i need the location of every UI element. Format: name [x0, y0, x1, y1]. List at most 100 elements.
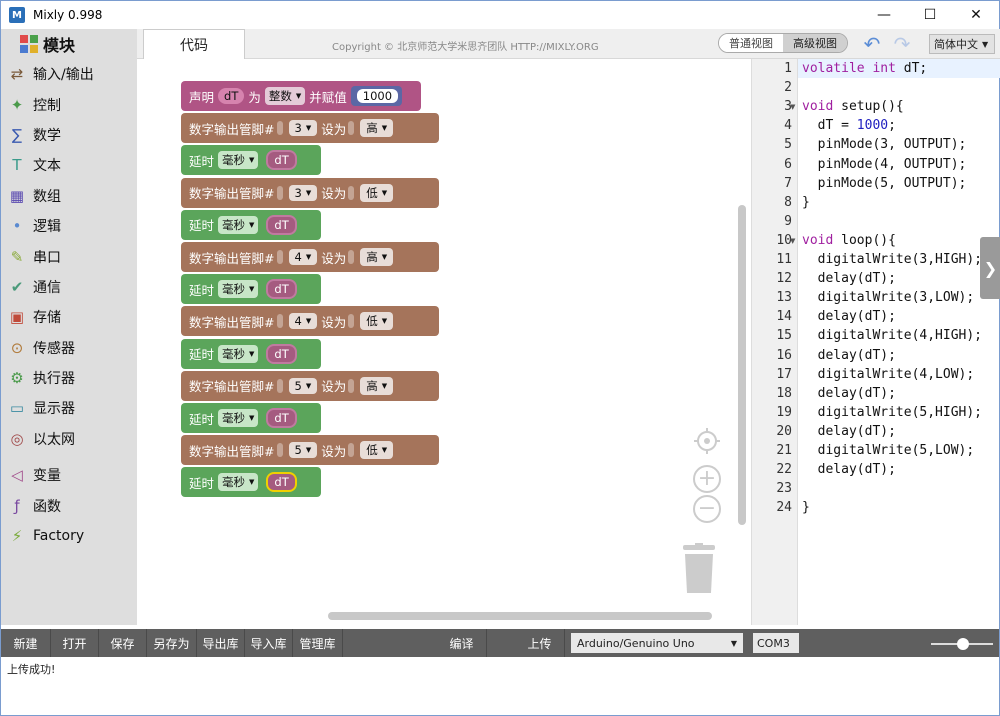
sidebar-item[interactable]: ∑数学	[1, 120, 137, 150]
sidebar-item[interactable]: ✎串口	[1, 241, 137, 271]
view-advanced-button[interactable]: 高级视图	[783, 34, 847, 52]
input-notch	[276, 121, 283, 136]
fold-arrow-icon[interactable]: ▼	[790, 103, 796, 112]
digital-output-label: 数字输出	[189, 250, 240, 266]
tab-code[interactable]: 代码	[143, 29, 245, 59]
pin-dropdown[interactable]: 3▼	[288, 120, 318, 137]
delay-block[interactable]: 延时毫秒▼dT	[181, 467, 321, 498]
fold-arrow-icon[interactable]: ▼	[790, 236, 796, 245]
declare-type-dropdown[interactable]: 整数▼	[264, 87, 306, 105]
delay-var-input[interactable]: dT	[266, 279, 297, 300]
digital-write-block[interactable]: 数字输出管脚#5▼设为高▼	[181, 370, 439, 401]
export-library-button[interactable]: 导出库	[197, 629, 245, 657]
digital-write-block[interactable]: 数字输出管脚#4▼设为低▼	[181, 306, 439, 337]
sidebar-item[interactable]: ▦数组	[1, 181, 137, 211]
digital-write-block[interactable]: 数字输出管脚#3▼设为低▼	[181, 177, 439, 208]
manage-library-button[interactable]: 管理库	[293, 629, 343, 657]
port-select[interactable]: COM3	[753, 633, 799, 653]
delay-var-input[interactable]: dT	[266, 214, 297, 235]
digital-write-block[interactable]: 数字输出管脚#5▼设为低▼	[181, 435, 439, 466]
delay-unit-dropdown[interactable]: 毫秒▼	[218, 280, 259, 299]
level-dropdown[interactable]: 低▼	[360, 312, 394, 331]
save-as-button[interactable]: 另存为	[147, 629, 197, 657]
declare-var-name[interactable]: dT	[218, 88, 245, 104]
sidebar-item[interactable]: ✦控制	[1, 89, 137, 119]
pin-dropdown[interactable]: 5▼	[288, 377, 318, 394]
view-normal-button[interactable]: 普通视图	[719, 34, 783, 52]
chevron-down-icon: ▼	[381, 188, 388, 197]
serial-slider[interactable]	[931, 638, 993, 650]
save-button[interactable]: 保存	[99, 629, 147, 657]
delay-unit-dropdown[interactable]: 毫秒▼	[218, 151, 259, 170]
set-label: 设为	[321, 250, 347, 266]
sidebar-item[interactable]: ◁变量	[1, 460, 137, 490]
zoom-out-icon[interactable]: −	[693, 495, 721, 523]
level-dropdown[interactable]: 低▼	[360, 441, 394, 460]
pin-dropdown[interactable]: 5▼	[288, 442, 318, 459]
expand-panel-icon[interactable]: ❯	[980, 237, 1000, 299]
import-library-button[interactable]: 导入库	[245, 629, 293, 657]
delay-var-input[interactable]: dT	[266, 408, 297, 428]
delay-unit-value: 毫秒	[222, 153, 246, 168]
level-value: 高	[366, 121, 378, 136]
level-dropdown[interactable]: 高▼	[360, 119, 394, 138]
close-icon[interactable]: ✕	[970, 7, 982, 23]
pin-dropdown[interactable]: 3▼	[288, 184, 318, 201]
delay-unit-dropdown[interactable]: 毫秒▼	[218, 409, 259, 427]
delay-block[interactable]: 延时毫秒▼dT	[181, 145, 321, 176]
language-value: 简体中文	[934, 38, 978, 51]
toolbar-spacer-2	[487, 629, 515, 657]
sidebar-item[interactable]: •逻辑	[1, 211, 137, 241]
declare-value-input[interactable]: 1000	[356, 89, 399, 103]
compile-button[interactable]: 编译	[437, 629, 487, 657]
upload-button[interactable]: 上传	[515, 629, 565, 657]
slider-knob[interactable]	[957, 638, 969, 650]
sidebar-item[interactable]: ⊙传感器	[1, 333, 137, 363]
delay-unit-dropdown[interactable]: 毫秒▼	[218, 473, 259, 492]
minimize-icon[interactable]: —	[877, 7, 891, 23]
delay-unit-dropdown[interactable]: 毫秒▼	[218, 215, 259, 234]
delay-var-input[interactable]: dT	[266, 150, 297, 171]
maximize-icon[interactable]: ☐	[923, 7, 937, 23]
sidebar-item[interactable]: ◎以太网	[1, 424, 137, 454]
delay-block[interactable]: 延时毫秒▼dT	[181, 338, 321, 369]
recenter-icon[interactable]	[693, 427, 721, 455]
delay-block[interactable]: 延时毫秒▼dT	[181, 274, 321, 305]
workspace-horizontal-scrollbar[interactable]	[328, 612, 712, 620]
title-bar[interactable]: M Mixly 0.998 — ☐ ✕	[1, 1, 999, 29]
pin-dropdown[interactable]: 4▼	[288, 313, 318, 330]
digital-write-block[interactable]: 数字输出管脚#4▼设为高▼	[181, 242, 439, 272]
sidebar-item-label: 控制	[33, 97, 61, 114]
sidebar-item[interactable]: ▣存储	[1, 302, 137, 332]
declare-value-block[interactable]: 1000	[350, 86, 403, 106]
redo-icon[interactable]: ↷	[893, 32, 911, 56]
workspace-vertical-scrollbar[interactable]	[738, 205, 746, 525]
trash-icon[interactable]	[681, 543, 717, 595]
pin-dropdown[interactable]: 4▼	[288, 249, 318, 265]
undo-icon[interactable]: ↶	[863, 32, 881, 56]
sidebar-item[interactable]: ✔通信	[1, 272, 137, 302]
digital-write-block[interactable]: 数字输出管脚#3▼设为高▼	[181, 113, 439, 144]
open-button[interactable]: 打开	[51, 629, 99, 657]
new-button[interactable]: 新建	[1, 629, 51, 657]
sidebar-item[interactable]: ▭显示器	[1, 393, 137, 423]
board-select[interactable]: Arduino/Genuino Uno ▼	[571, 633, 743, 653]
delay-unit-dropdown[interactable]: 毫秒▼	[218, 344, 259, 363]
delay-var-input[interactable]: dT	[266, 343, 297, 364]
level-dropdown[interactable]: 高▼	[360, 376, 394, 395]
level-dropdown[interactable]: 低▼	[360, 183, 394, 202]
sidebar-item[interactable]: ⚡Factory	[1, 521, 137, 551]
delay-block[interactable]: 延时毫秒▼dT	[181, 209, 321, 240]
sidebar-item[interactable]: ⚙执行器	[1, 363, 137, 393]
delay-block[interactable]: 延时毫秒▼dT	[181, 403, 321, 433]
language-select[interactable]: 简体中文 ▼	[929, 34, 995, 54]
sidebar-item[interactable]: ⇄输入/输出	[1, 59, 137, 89]
level-dropdown[interactable]: 高▼	[360, 248, 394, 266]
delay-var-input[interactable]: dT	[266, 472, 297, 493]
zoom-in-icon[interactable]: +	[693, 465, 721, 493]
